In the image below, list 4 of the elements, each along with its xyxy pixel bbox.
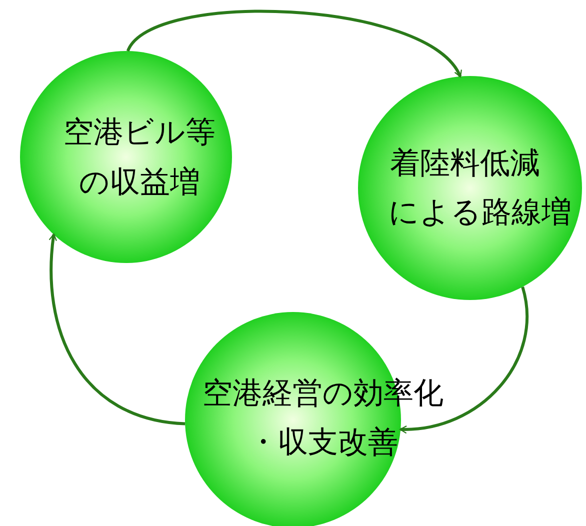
curved-arrow (126, 10, 462, 78)
curved-arrow (49, 234, 186, 426)
curved-arrow (400, 286, 528, 434)
node-text: 空港ビル等の収益増 (62, 114, 216, 202)
